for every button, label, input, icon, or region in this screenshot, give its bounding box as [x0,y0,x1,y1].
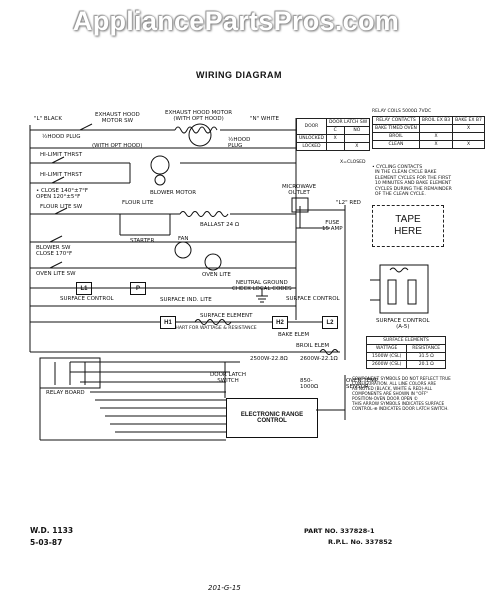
label-hilimit-1: HI-LIMIT THRST [40,152,83,158]
label-close-open: • CLOSE 140°±7°F OPEN 120°±5°F [36,188,89,200]
surface-elements-table: SURFACE ELEMENTS WATTAGE RESISTANCE 1500… [365,336,446,369]
label-hood-plug-right: ½HOOD PLUG [228,137,251,149]
label-relay-board: RELAY BOARD [46,390,85,396]
terminal-h2: H2 [272,316,288,329]
label-blower-sw: BLOWER SW CLOSE 170°F [36,245,73,257]
relay-table-header: BAKE EX B7 [452,116,485,125]
label-with-opt-hood: (WITH OPT HOOD) [92,143,143,149]
door-table-cell: UNLOCKED [296,134,327,143]
terminal-l1: L1 [76,282,92,295]
relay-table-cell: X [452,140,485,149]
relay-table-cell: BROIL [372,132,420,141]
diagram-title: WIRING DIAGRAM [196,70,282,80]
label-hood-plug-left: ½HOOD PLUG [42,134,81,140]
table-row: BROIL X [372,132,485,141]
footer-date: 5-03-87 [30,538,63,547]
relay-table-cell [418,124,454,133]
relay-table-cell: CLEAN [372,140,420,149]
label-surface-control-2: SURFACE CONTROL (A-5) [376,318,430,330]
footer-handwritten-code: 201-G-15 [208,584,241,592]
relay-table-cell [452,132,485,141]
door-table-header-latch: DOOR LATCH SW [325,118,371,127]
label-blower-motor: BLOWER MOTOR [150,190,197,196]
electronic-range-control-label: ELECTRONIC RANGE CONTROL [240,412,304,424]
terminal-h1: H1 [160,316,176,329]
label-l2-red: "L2" RED [336,200,361,206]
door-table-header-c: C [325,126,345,135]
surface-elements-cell: 2600W (CSL) [365,360,408,369]
relay-table-cell: X [452,124,485,133]
label-fan: FAN [178,236,189,242]
site-watermark: AppliancePartsPros.com [72,5,400,36]
table-row: CLEAN X X [372,140,485,149]
cycling-notes: • CYCLING CONTACTS IN THE CLEAN CYCLE BA… [372,165,452,198]
door-table-header-no: NO [343,126,371,135]
surface-elements-cell: 20.1 Ω [406,360,446,369]
label-broil-res: 2600W-22.1Ω [300,356,338,362]
label-flour-lite: FLOUR LITE [122,200,154,206]
label-exhaust-hood-motor-sw: EXHAUST HOOD MOTOR SW [95,112,140,124]
tape-here-box: TAPE HERE [372,205,444,247]
footer-wd-number: W.D. 1133 [30,526,74,535]
surface-elements-cell: 31.5 Ω [406,352,446,361]
label-l1-black: "L" BLACK [34,116,62,122]
label-oven-lite: OVEN LITE [202,272,231,278]
surface-elements-header: RESISTANCE [406,344,446,353]
door-latch-table: DOOR DOOR LATCH SW C NO UNLOCKED X LOCKE… [296,118,371,151]
table-row: BAKE TIMED OVEN X [372,124,485,133]
surface-elements-title: SURFACE ELEMENTS [366,336,446,345]
surface-elements-cell: 1500W (CSL) [365,352,408,361]
door-table-cell: X [343,142,371,151]
label-oven-temp-sensor: OVEN TEMP SENSOR [346,378,379,390]
x-closed-note: X=CLOSED [340,160,366,165]
label-fuse: FUSE 15 AMP [322,220,343,232]
label-sensor-res: 850- 1000Ω [300,378,319,390]
label-ballast: BALLAST 24 Ω [200,222,240,228]
terminal-p: P [130,282,146,295]
table-row: UNLOCKED X [296,134,371,143]
table-row: 2600W (CSL) 20.1 Ω [365,360,446,369]
table-row: 1500W (CSL) 31.5 Ω [365,352,446,361]
table-row: LOCKED X [296,142,371,151]
label-starter: STARTER [130,238,155,244]
label-neutral-ground: NEUTRAL GROUND CHECK LOCAL CODES [232,280,292,292]
label-bake-res: 2500W-22.8Ω [250,356,288,362]
tape-text-line2: HERE [394,226,422,237]
label-bake-elem: BAKE ELEM [278,332,310,338]
door-table-cell: X [325,134,345,143]
relay-table-cell: X [418,132,454,141]
relay-table-title: RELAY COILS 5000Ω 7VDC [372,109,432,114]
relay-table-header: RELAY CONTACTS [372,116,420,125]
door-table-cell: LOCKED [296,142,327,151]
label-surface-control-left: SURFACE CONTROL [60,296,114,302]
label-n-white: "N" WHITE [250,116,279,122]
label-exhaust-hood-motor: EXHAUST HOOD MOTOR (WITH OPT HOOD) [165,110,233,122]
label-flour-lite-sw: FLOUR LITE SW [40,204,83,210]
relay-table: RELAY CONTACTS BROIL EX B3 BAKE EX B7 BA… [372,116,485,149]
tape-text-line1: TAPE [395,214,421,225]
label-surface-ind-lite: SURFACE IND. LITE [160,297,212,303]
relay-table-cell: X [418,140,454,149]
surface-elements-header: WATTAGE [365,344,408,353]
label-oven-lite-sw: OVEN LITE SW [36,271,76,277]
door-table-cell [325,142,345,151]
door-table-cell [343,134,371,143]
component-notes: COMPONENT SYMBOLS DO NOT REFLECT TRUE CO… [352,376,451,411]
label-microwave-outlet: MICROWAVE OUTLET [282,184,317,196]
terminal-l2: L2 [322,316,338,329]
relay-table-header: BROIL EX B3 [418,116,454,125]
electronic-range-control: ELECTRONIC RANGE CONTROL [226,398,318,438]
footer-rpl-number: R.P.L. No. 337852 [328,538,393,546]
label-hilimit-2: HI-LIMIT THRST [40,172,83,178]
wiring-schematic [29,118,429,441]
label-broil-elem: BROIL ELEM [296,343,330,349]
footer-part-number: PART NO. 337828-1 [304,527,375,535]
label-door-latch-sw: DOOR LATCH SWITCH [210,372,247,384]
label-surface-control-right: SURFACE CONTROL [286,296,340,302]
relay-table-cell: BAKE TIMED OVEN [372,124,420,133]
label-surface-element: SURFACE ELEMENT [200,313,253,319]
label-see-chart: SEE CHART FOR WATTAGE & RESISTANCE [162,326,257,331]
door-table-header-door: DOOR [296,118,327,135]
